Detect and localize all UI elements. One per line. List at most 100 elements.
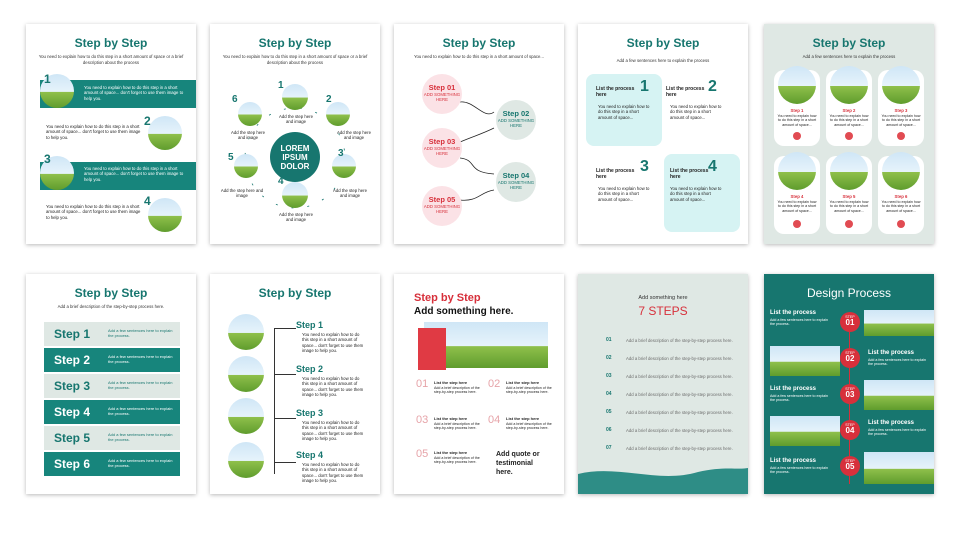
step-text: Add a few sentences here to explain the …: [108, 432, 173, 442]
step-text: Add a few sentences here to explain the …: [108, 380, 173, 390]
step-heading: List the step here: [506, 380, 540, 385]
step-text: You need to explain how to do this step …: [46, 124, 141, 140]
row-text: Add a brief description of the step-by-s…: [626, 410, 733, 415]
step-body: ADD SOMETHING HERE: [423, 204, 461, 214]
step-number: 03: [416, 414, 429, 426]
card-kicker: Add something here: [638, 295, 688, 301]
landscape-image: [830, 66, 868, 104]
tile-dot: [897, 220, 905, 228]
tile-heading: Step 2: [842, 108, 856, 113]
template-card-8[interactable]: Step by Step Add something here. 01 List…: [394, 274, 564, 494]
row-number: 05: [606, 409, 612, 415]
step-text: Add a brief description of the step-by-s…: [434, 456, 480, 465]
timeline-line: [274, 328, 275, 474]
step-heading: List the process: [868, 350, 915, 356]
tile-heading: Step 6: [894, 194, 908, 199]
step-text: Add a few sentences here to explain the …: [108, 406, 173, 416]
template-card-3[interactable]: Step by Step You need to explain how to …: [394, 24, 564, 244]
card-subtitle: Add a few sentences here to explain the …: [802, 54, 896, 59]
step-text: Add a few sentences here to explain the …: [770, 466, 828, 475]
landscape-image: [864, 380, 934, 410]
landscape-image: [882, 66, 920, 104]
row-text: Add a brief description of the step-by-s…: [626, 374, 733, 379]
tile-body: You need to explain how to do this step …: [777, 200, 817, 213]
row-number: 03: [606, 373, 612, 379]
template-card-6[interactable]: Step by Step Add a brief description of …: [26, 274, 196, 494]
row-text: Add a brief description of the step-by-s…: [626, 338, 733, 343]
node-label: Add the step here and image: [279, 114, 313, 125]
step-heading: Step 05: [428, 195, 456, 204]
process-heading: List the process here: [670, 168, 709, 180]
landscape-image: [40, 156, 74, 190]
landscape-image: [326, 102, 350, 126]
template-card-9[interactable]: Add something here 7 STEPS 01 Add a brie…: [578, 274, 748, 494]
step-text: You need to explain how to do this step …: [302, 332, 364, 354]
template-card-5[interactable]: Step by Step Add a few sentences here to…: [764, 24, 934, 244]
badge-number: 05: [845, 462, 855, 471]
tile-dot: [793, 220, 801, 228]
landscape-image: [770, 416, 840, 446]
node-label: Add the step here and image: [220, 188, 264, 199]
landscape-image: [882, 152, 920, 190]
process-box: [664, 154, 740, 232]
card-title: 7 STEPS: [638, 304, 688, 318]
row-text: Add a brief description of the step-by-s…: [626, 446, 733, 451]
template-card-10[interactable]: Design Process List the process Add a fe…: [764, 274, 934, 494]
landscape-image: [228, 398, 264, 434]
step-number: 4: [278, 176, 284, 187]
landscape-image: [332, 154, 356, 178]
template-card-4[interactable]: Step by Step Add a few sentences here to…: [578, 24, 748, 244]
node-label: Add the step here and image: [333, 188, 367, 199]
template-card-7[interactable]: Step by Step Step 1 You need to explain …: [210, 274, 380, 494]
row-text: Add a brief description of the step-by-s…: [626, 428, 733, 433]
step-heading: Step 3: [296, 408, 324, 418]
card-subtitle: You need to explain how to do this step …: [413, 54, 545, 59]
template-card-2[interactable]: Step by Step You need to explain how to …: [210, 24, 380, 244]
tile-dot: [845, 220, 853, 228]
row-text: Add a brief description of the step-by-s…: [626, 392, 733, 397]
row-number: 07: [606, 445, 612, 451]
badge-number: 01: [845, 318, 855, 327]
badge-number: 04: [845, 426, 855, 435]
card-title: Design Process: [806, 286, 892, 300]
center-circle: LOREM IPSUM DOLOR: [270, 132, 320, 182]
landscape-image: [148, 116, 182, 150]
landscape-image: [282, 182, 308, 208]
template-card-1[interactable]: Step by Step You need to explain how to …: [26, 24, 196, 244]
landscape-image: [830, 152, 868, 190]
accent-block: [418, 328, 446, 370]
step-number: 04: [488, 414, 501, 426]
step-number: 05: [416, 448, 429, 460]
card-title: Step by Step: [258, 286, 332, 300]
step-text: You need to explain how to do this step …: [302, 376, 364, 398]
step-heading: Step 1: [296, 320, 324, 330]
step-text: You need to explain how to do this step …: [46, 204, 141, 220]
step-heading: List the step here: [434, 416, 468, 421]
card-subtitle: Add a few sentences here to explain the …: [616, 58, 710, 63]
node-label: Add the step here and image: [279, 212, 313, 223]
step-text: You need to explain how to do this step …: [84, 166, 184, 182]
process-body: You need to explain how to do this step …: [670, 186, 722, 202]
step-heading: List the step here: [506, 416, 540, 421]
step-number: 02: [488, 378, 501, 390]
step-text: Add a brief description of the step-by-s…: [506, 386, 552, 395]
badge-label: STEP: [845, 315, 855, 319]
step-text: Add a few sentences here to explain the …: [108, 328, 173, 338]
row-number: 06: [606, 427, 612, 433]
landscape-image: [228, 356, 264, 392]
badge-label: STEP: [845, 459, 855, 463]
step-number: 5: [228, 152, 234, 163]
step-text: Add a few sentences here to explain the …: [108, 354, 173, 364]
step-text: Add a brief description of the step-by-s…: [434, 386, 480, 395]
step-heading: Step 04: [502, 171, 530, 180]
step-label: Step 6: [54, 457, 91, 471]
card-title: Step by Step: [626, 36, 700, 50]
card-subtitle: Add a brief description of the step-by-s…: [57, 304, 165, 309]
